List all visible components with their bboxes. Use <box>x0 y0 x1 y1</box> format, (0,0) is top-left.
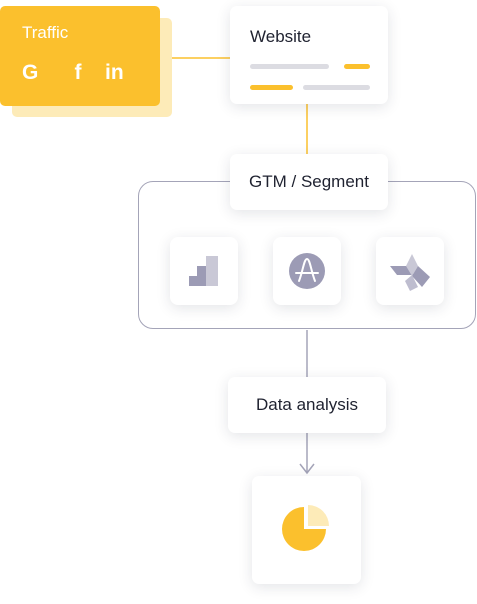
website-card: Website <box>230 6 388 104</box>
gtm-segment-label: GTM / Segment <box>249 172 369 191</box>
google-icon: G <box>22 61 39 84</box>
website-title: Website <box>250 27 312 46</box>
placeholder-line <box>344 64 370 69</box>
placeholder-line <box>250 85 293 90</box>
tool-card <box>376 237 444 305</box>
data-analysis-card: Data analysis <box>228 377 386 433</box>
gtm-segment-card: GTM / Segment <box>230 154 388 210</box>
facebook-icon: f <box>74 61 82 84</box>
data-analysis-label: Data analysis <box>255 395 359 414</box>
traffic-card: Traffic G f in <box>0 6 160 106</box>
pie-chart-icon <box>282 505 329 551</box>
bar-steps-icon <box>189 256 218 286</box>
arrow-head-icon <box>299 463 315 475</box>
placeholder-line <box>303 85 370 90</box>
traffic-icon-row: G f in <box>22 61 124 85</box>
linkedin-icon: in <box>105 61 124 84</box>
traffic-title: Traffic <box>22 23 69 42</box>
output-card <box>252 476 361 584</box>
mixpanel-icon <box>390 254 430 291</box>
placeholder-line <box>250 64 329 69</box>
tool-card <box>273 237 341 305</box>
tool-card <box>170 237 238 305</box>
amplitude-icon <box>289 253 325 289</box>
